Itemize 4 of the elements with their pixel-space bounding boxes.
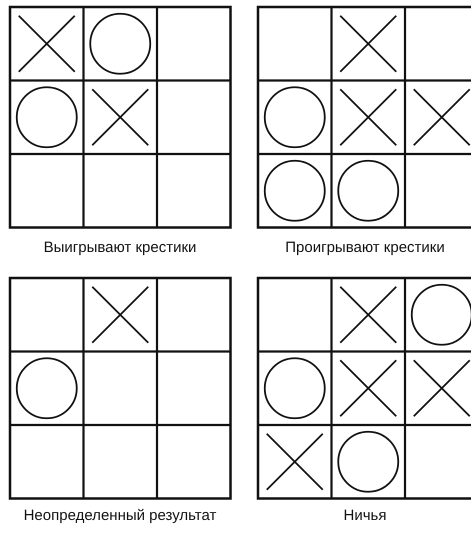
board-caption: Ничья	[342, 506, 388, 526]
board-caption: Выигрывают крестики	[42, 238, 198, 258]
board-caption: Проигрывают крестики	[284, 238, 446, 258]
board-caption: Неопределенный результат	[22, 506, 218, 526]
